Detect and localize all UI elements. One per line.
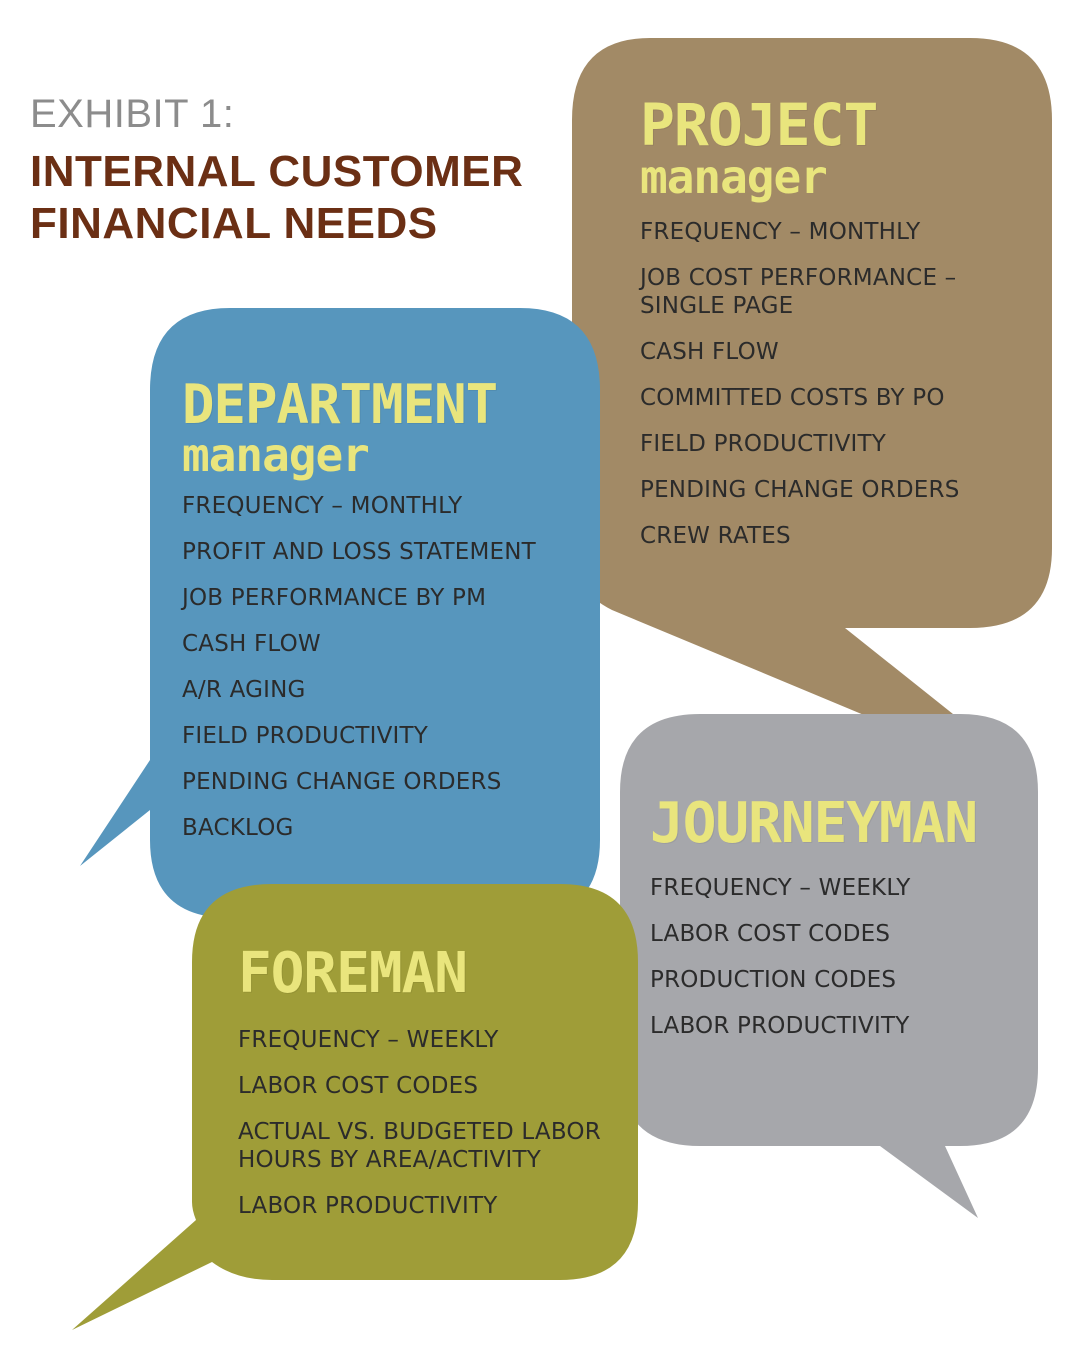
project-needs-list: FREQUENCY – MONTHLY JOB COST PERFORMANCE… <box>640 218 1030 550</box>
journeyman-needs-list: FREQUENCY – WEEKLY LABOR COST CODES PROD… <box>650 874 1030 1040</box>
journeyman-panel: JOURNEYMAN FREQUENCY – WEEKLY LABOR COST… <box>650 796 1030 1058</box>
exhibit-title-line-1: INTERNAL CUSTOMER <box>30 147 524 196</box>
list-item: PRODUCTION CODES <box>650 967 897 993</box>
foreman-bubble <box>72 884 638 1330</box>
list-item: PROFIT AND LOSS STATEMENT <box>182 539 536 565</box>
department-manager-bubble <box>80 308 600 918</box>
list-item: LABOR PRODUCTIVITY <box>650 1013 910 1039</box>
exhibit-number: EXHIBIT 1: <box>30 92 235 136</box>
list-item: LABOR COST CODES <box>650 921 891 947</box>
list-item: FREQUENCY – WEEKLY <box>650 875 911 901</box>
list-item: FREQUENCY – WEEKLY <box>238 1027 499 1053</box>
foreman-role-title: FOREMAN <box>238 941 468 1006</box>
department-needs-list: FREQUENCY – MONTHLY PROFIT AND LOSS STAT… <box>182 492 582 842</box>
department-manager-panel: DEPARTMENT manager FREQUENCY – MONTHLY P… <box>182 378 582 860</box>
project-manager-panel: PROJECT manager FREQUENCY – MONTHLY JOB … <box>640 96 1030 568</box>
foreman-needs-list: FREQUENCY – WEEKLY LABOR COST CODES ACTU… <box>238 1026 628 1220</box>
list-item: PENDING CHANGE ORDERS <box>640 477 960 503</box>
exhibit-title-line-2: FINANCIAL NEEDS <box>30 199 438 248</box>
foreman-panel: FOREMAN FREQUENCY – WEEKLY LABOR COST CO… <box>238 946 628 1238</box>
list-item: PENDING CHANGE ORDERS <box>182 769 502 795</box>
list-item: LABOR COST CODES <box>238 1073 479 1099</box>
list-item: FIELD PRODUCTIVITY <box>640 431 886 457</box>
department-role-title: DEPARTMENT <box>182 373 498 436</box>
list-item: CREW RATES <box>640 523 791 549</box>
list-item: FREQUENCY – MONTHLY <box>182 493 463 519</box>
list-item: A/R AGING <box>182 677 306 703</box>
project-role-subtitle: manager <box>640 150 828 204</box>
list-item: FREQUENCY – MONTHLY <box>640 219 921 245</box>
list-item: CASH FLOW <box>182 631 321 657</box>
list-item: JOB COST PERFORMANCE – SINGLE PAGE <box>640 265 957 319</box>
journeyman-bubble <box>620 714 1038 1218</box>
list-item: COMMITTED COSTS BY PO <box>640 385 945 411</box>
list-item: LABOR PRODUCTIVITY <box>238 1193 498 1219</box>
list-item: BACKLOG <box>182 815 294 841</box>
exhibit-title: INTERNAL CUSTOMER FINANCIAL NEEDS <box>30 146 523 250</box>
list-item: ACTUAL VS. BUDGETED LABOR HOURS BY AREA/… <box>238 1119 601 1173</box>
list-item: FIELD PRODUCTIVITY <box>182 723 428 749</box>
department-role-subtitle: manager <box>182 428 370 482</box>
list-item: JOB PERFORMANCE BY PM <box>182 585 487 611</box>
project-manager-bubble <box>572 38 1052 730</box>
list-item: CASH FLOW <box>640 339 779 365</box>
project-role-title: PROJECT <box>640 91 878 159</box>
journeyman-role-title: JOURNEYMAN <box>650 791 978 856</box>
